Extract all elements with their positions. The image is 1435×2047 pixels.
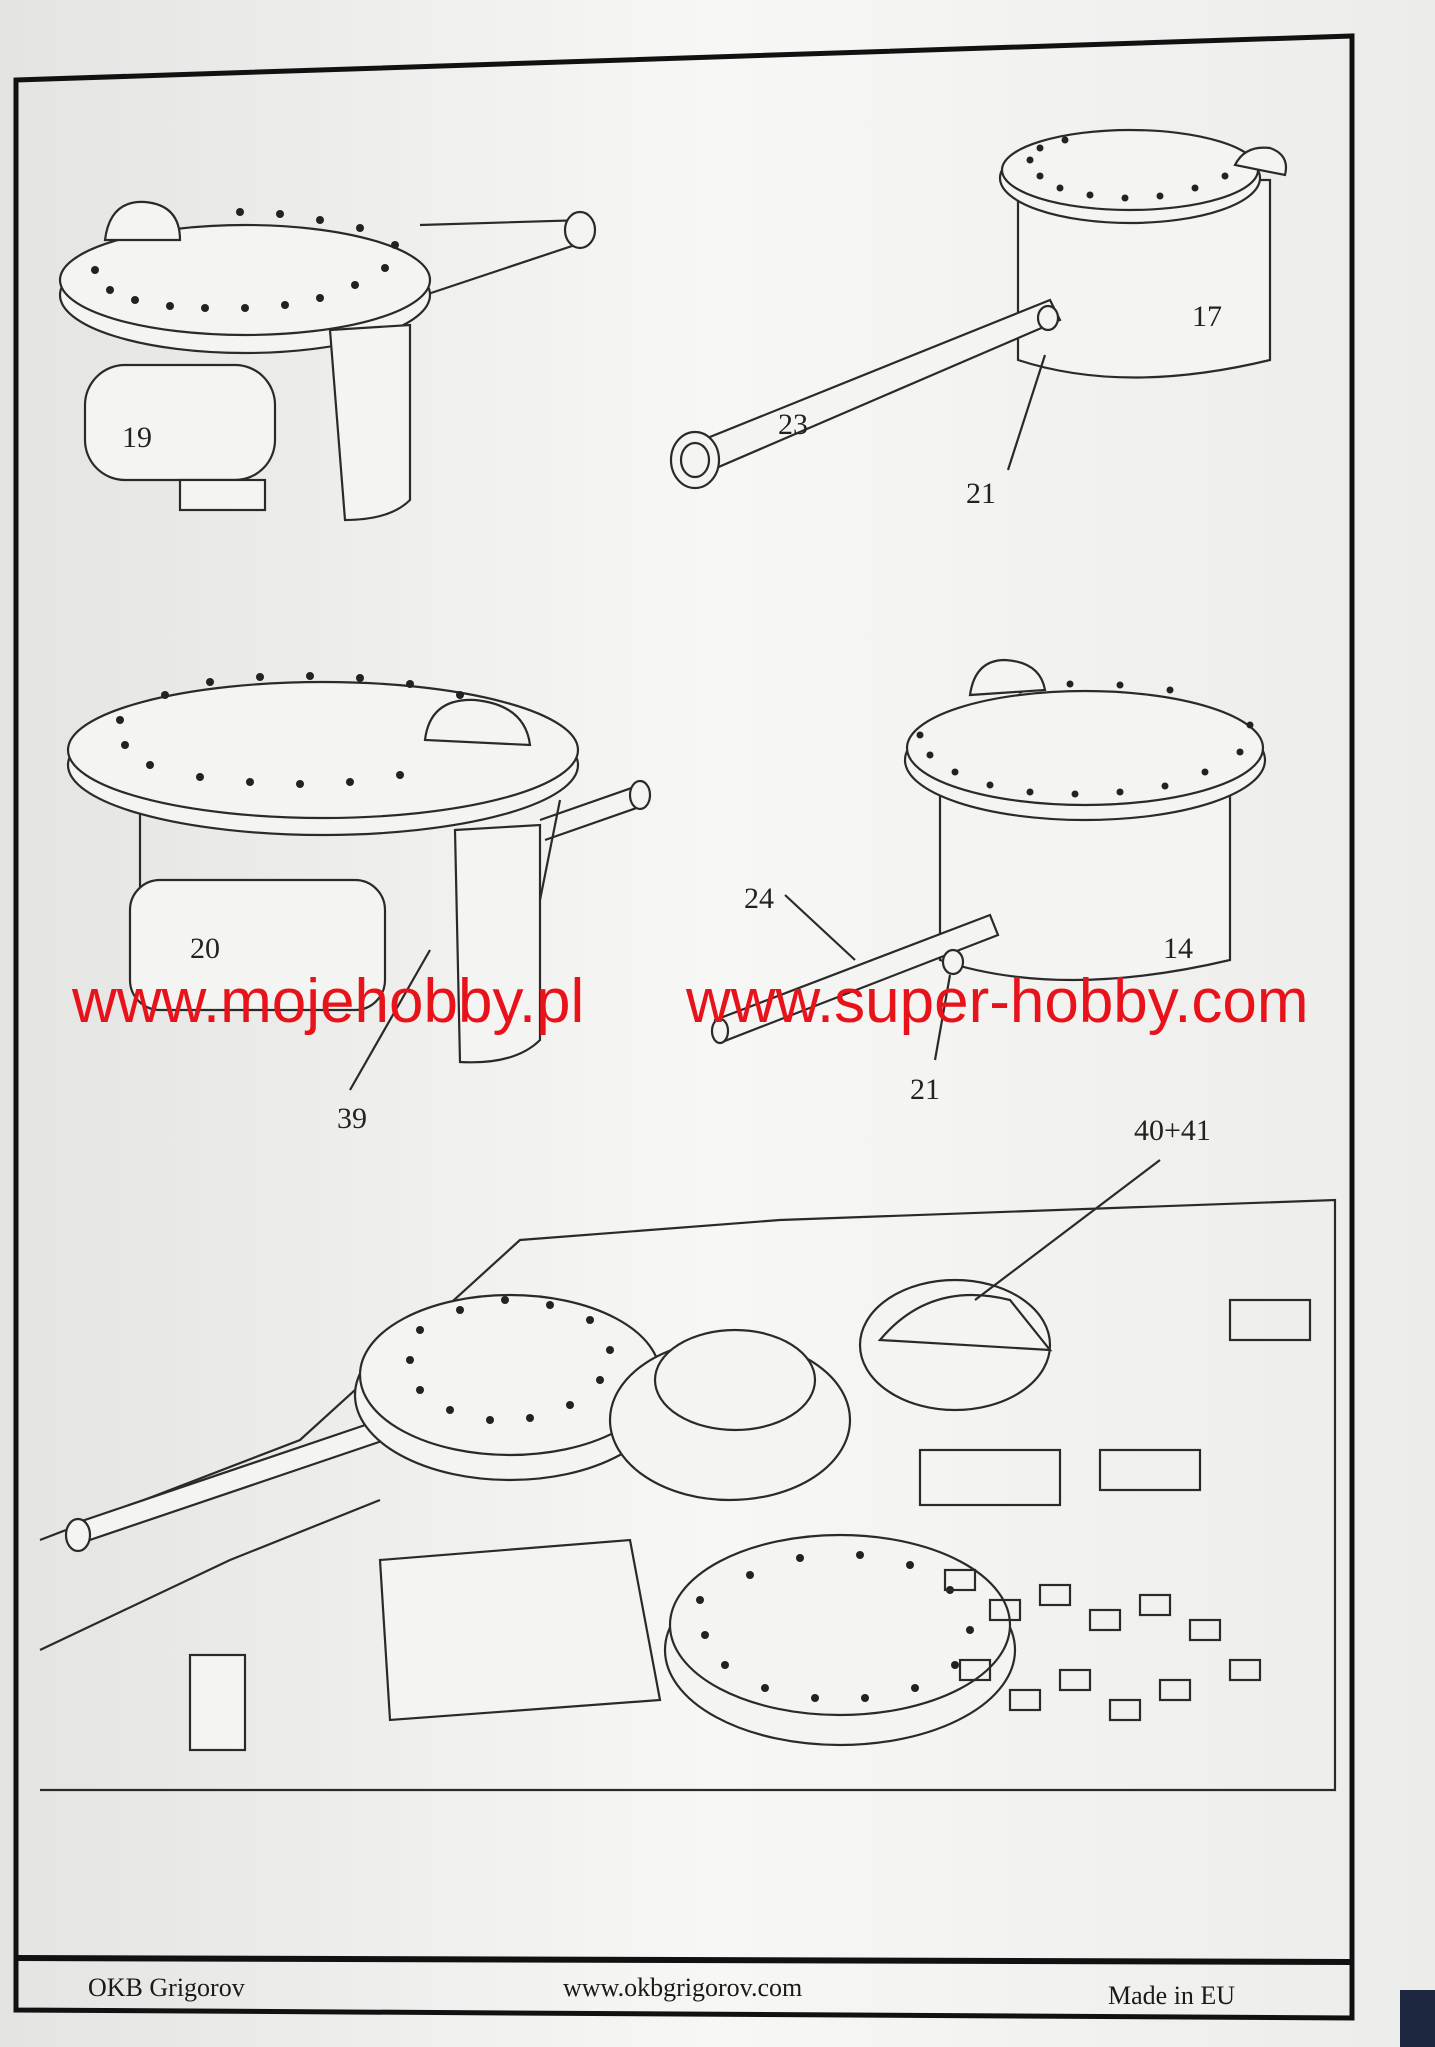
callout-part-40-41: 40+41 — [1134, 1114, 1211, 1147]
page-frame — [13, 33, 1355, 2021]
hull-overview: 40+41 — [39, 1114, 1337, 1792]
callout-part-17: 17 — [1192, 300, 1222, 333]
callout-part-21: 21 — [966, 477, 996, 510]
callout-part-20: 20 — [190, 932, 220, 965]
footer-divider — [15, 1955, 1353, 1965]
footer-website: www.okbgrigorov.com — [563, 1973, 802, 2002]
callout-part-23: 23 — [778, 408, 808, 441]
watermark-mojehobby: www.mojehobby.pl — [71, 967, 584, 1036]
callout-part-19: 19 — [122, 421, 152, 454]
assembly-step-14-24: 24 14 21 — [710, 658, 1267, 1106]
callout-part-39: 39 — [337, 1102, 367, 1135]
footer-origin: Made in EU — [1108, 1981, 1235, 2010]
callout-part-24: 24 — [744, 882, 774, 915]
assembly-step-20-39: 20 39 — [66, 672, 652, 1135]
background-edge — [1400, 1990, 1435, 2047]
footer-brand: OKB Grigorov — [88, 1973, 245, 2002]
callout-part-21: 21 — [910, 1073, 940, 1106]
assembly-step-17-23: 17 23 21 — [669, 128, 1288, 510]
watermark-super-hobby: www.super-hobby.com — [685, 967, 1309, 1036]
assembly-step-19: 19 — [58, 200, 597, 522]
callout-part-14: 14 — [1163, 932, 1193, 965]
